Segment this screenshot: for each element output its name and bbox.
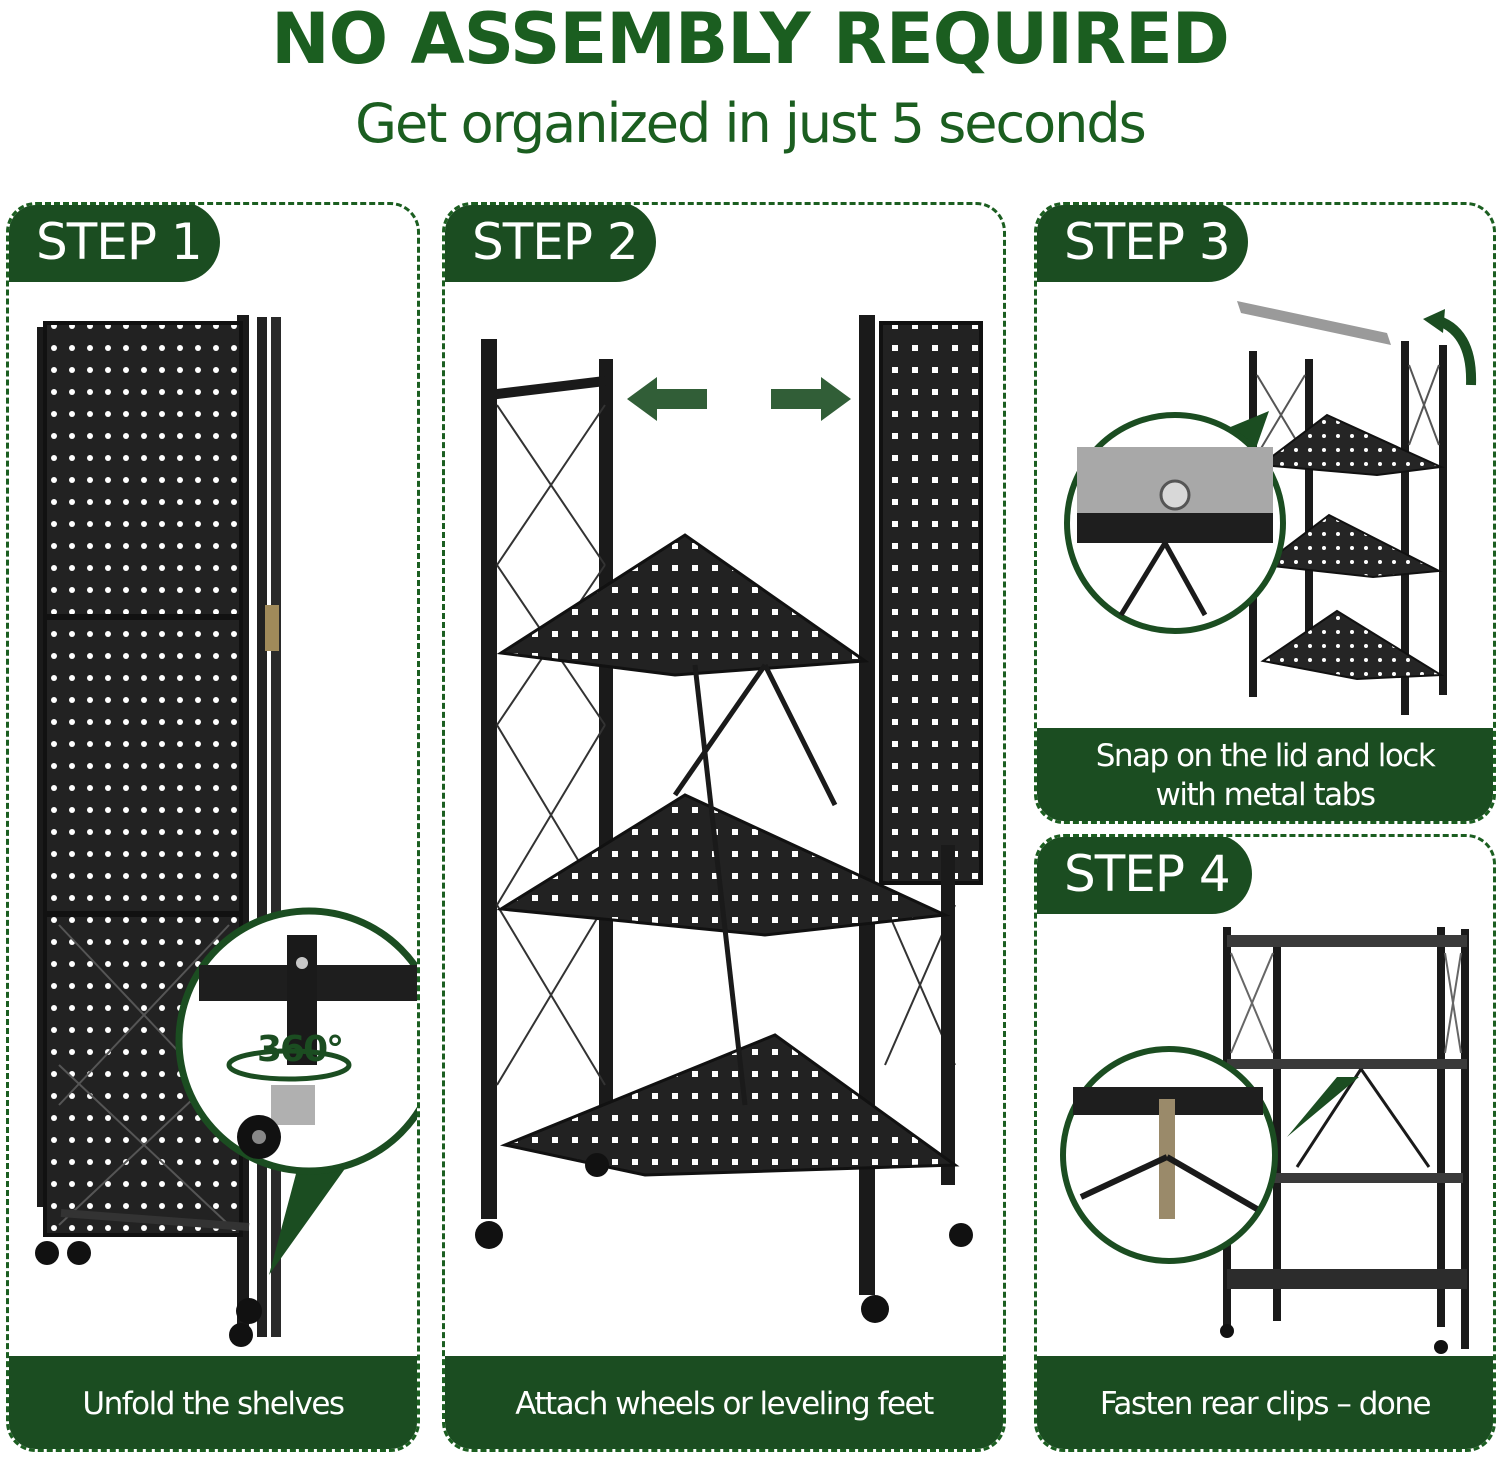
- folded-shelf-illustration: [35, 315, 417, 1347]
- step-1-caption: Unfold the shelves: [9, 1356, 417, 1449]
- rotation-badge: 360°: [257, 1029, 344, 1070]
- page-subtitle: Get organized in just 5 seconds: [355, 92, 1147, 155]
- step-2-panel: STEP 2 Attach wheels or leveling feet: [442, 202, 1006, 1452]
- step-3-caption: Snap on the lid and lock with metal tabs: [1037, 728, 1493, 821]
- step-4-caption: Fasten rear clips – done: [1037, 1356, 1493, 1449]
- step-3-label: STEP 3: [1037, 205, 1248, 282]
- unfolding-shelf-illustration: [475, 315, 983, 1323]
- step-2-label: STEP 2: [445, 205, 656, 282]
- arrow-right-icon: [771, 377, 851, 421]
- step-4-label: STEP 4: [1037, 837, 1252, 914]
- step-1-panel: 360° STEP 1 Unfold the shelves: [6, 202, 420, 1452]
- arrow-left-icon: [627, 377, 707, 421]
- step-3-panel: STEP 3 Snap on the lid and lock with met…: [1034, 202, 1496, 824]
- assembled-shelf-illustration: [1060, 927, 1469, 1354]
- curved-arrow-icon: [1423, 309, 1477, 386]
- lid-locking-illustration: [1064, 301, 1447, 715]
- step-2-caption: Attach wheels or leveling feet: [445, 1356, 1003, 1449]
- step-1-label: STEP 1: [9, 205, 220, 282]
- step-4-panel: STEP 4 Fasten rear clips – done: [1034, 834, 1496, 1452]
- page-title: NO ASSEMBLY REQUIRED: [271, 0, 1230, 80]
